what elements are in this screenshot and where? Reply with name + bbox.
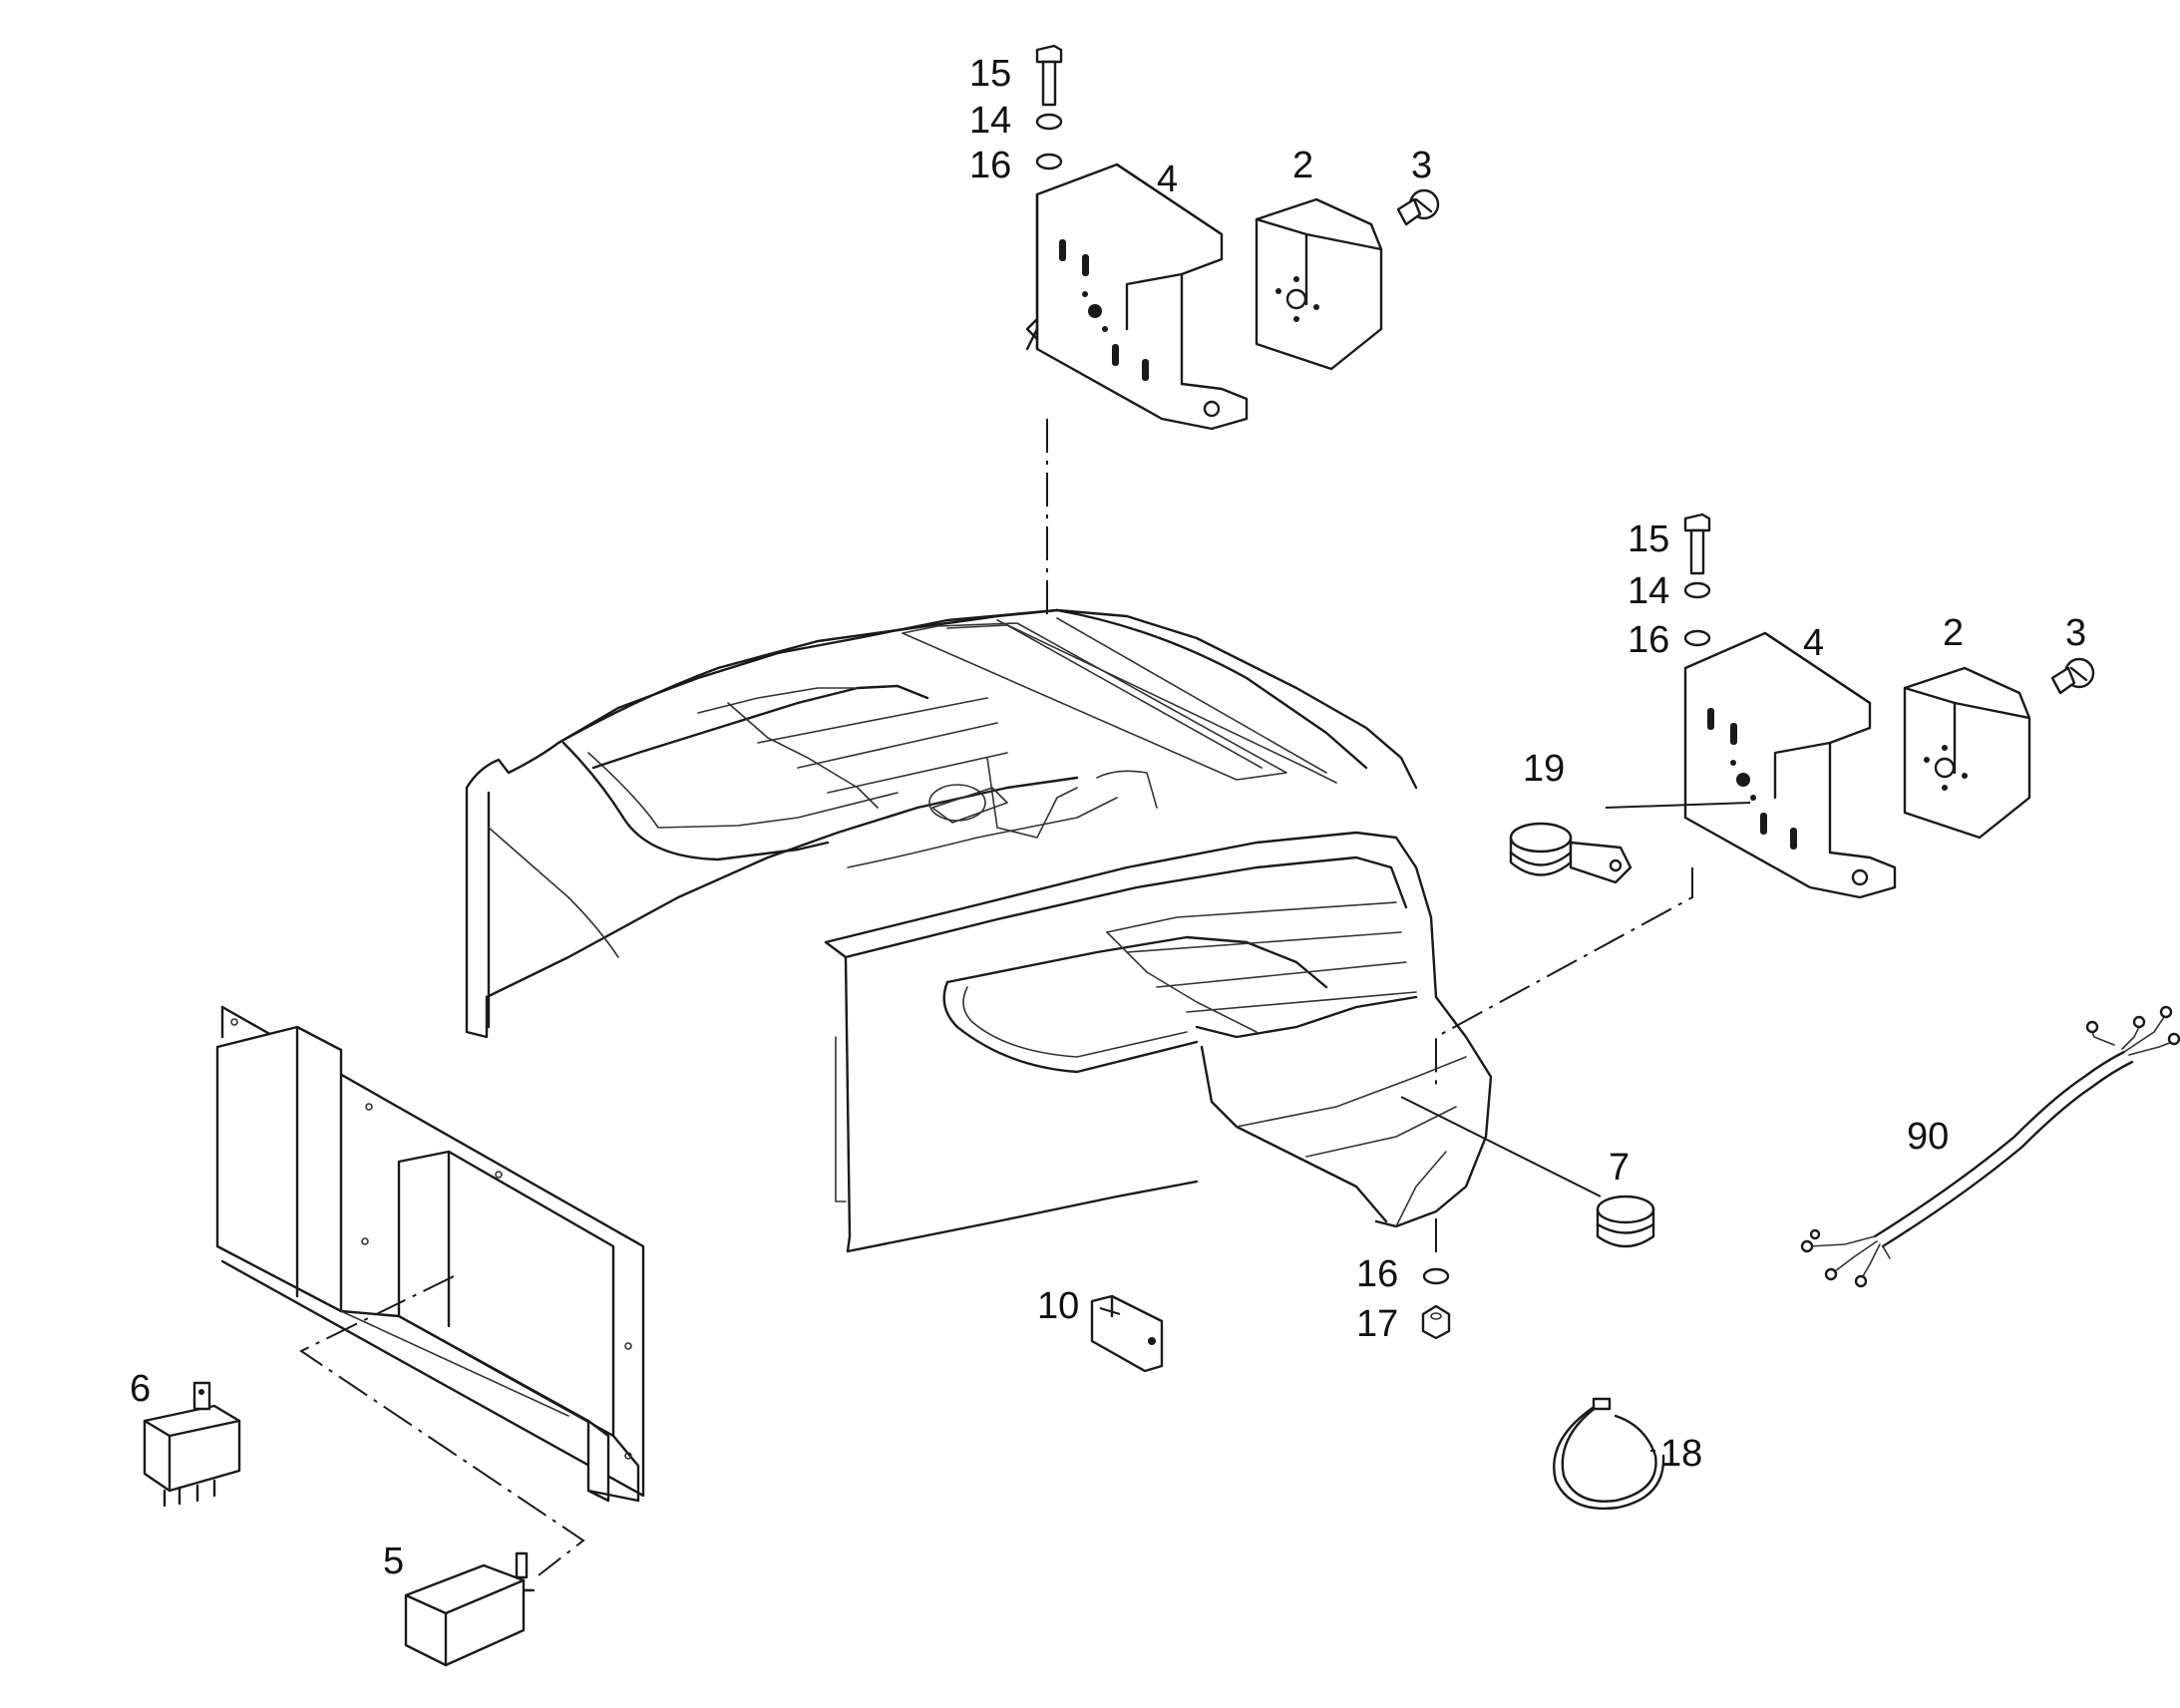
callout-15: 15 [969,53,1011,95]
callout-14: 14 [1628,570,1669,612]
callout-16: 16 [969,145,1011,186]
upper-lamp-bracket [1025,44,1440,618]
callout-10: 10 [1037,1285,1079,1327]
bolt-icon [1683,512,1711,575]
bolt-icon [1035,44,1063,107]
bulb-icon [2050,657,2095,695]
callout-19: 19 [1523,748,1565,790]
mounting-clip [1090,1294,1164,1373]
washer-icon [1035,153,1063,171]
cable-tie [1553,1397,1665,1511]
washer-icon [1422,1267,1450,1285]
pipe-clamp [1509,822,1633,884]
rubber-grommet [1596,1195,1655,1248]
callout-16: 16 [1628,619,1669,661]
callout-18: 18 [1660,1433,1702,1475]
wiring-harness [1800,1005,2180,1288]
callout-2: 2 [1292,145,1313,186]
washer-icon [1035,113,1063,131]
washer-icon [1683,629,1711,647]
callout-4: 4 [1803,622,1824,664]
callout-5: 5 [383,1540,404,1582]
nut-icon [1421,1304,1451,1340]
callout-7: 7 [1609,1147,1630,1189]
callout-17: 17 [1356,1303,1398,1345]
washer-icon [1683,581,1711,599]
flasher-unit [404,1551,536,1667]
relay [143,1381,241,1508]
bulb-icon [1396,188,1440,226]
callout-6: 6 [130,1368,151,1410]
callout-4: 4 [1157,159,1178,200]
control-box [215,1005,645,1503]
callout-90: 90 [1907,1116,1949,1158]
callout-labels: 15 14 16 4 2 3 15 14 16 4 2 3 19 7 90 16… [130,53,2086,1582]
callout-3: 3 [1411,145,1432,186]
callout-15: 15 [1628,518,1669,560]
hood-assembly [465,608,1493,1253]
callout-2: 2 [1943,612,1964,654]
lower-lamp-bracket [1435,512,2095,1087]
callout-3: 3 [2065,612,2086,654]
callout-14: 14 [969,100,1011,142]
callout-16: 16 [1356,1253,1398,1295]
